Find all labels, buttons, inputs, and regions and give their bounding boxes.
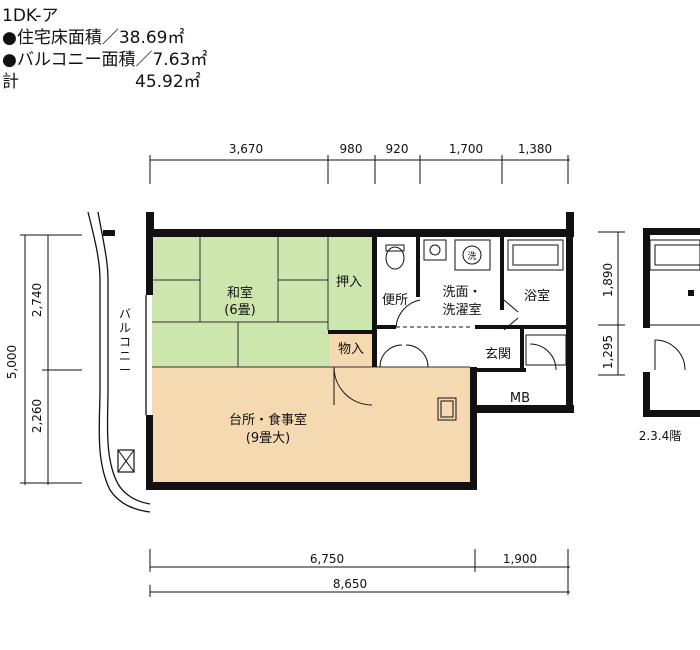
floor-area: ●住宅床面積／38.69㎡ <box>2 28 185 48</box>
right-dimensions <box>598 231 625 376</box>
upper-floor-plan <box>643 228 700 417</box>
dim-bottom-2: 1,900 <box>503 552 537 566</box>
room-washitsu: 和室 <box>227 285 253 301</box>
top-dimensions <box>149 155 570 184</box>
bottom-dimensions <box>149 549 570 597</box>
dim-left-2: 2,260 <box>30 399 44 433</box>
dim-total: 8,650 <box>333 577 367 591</box>
walls <box>146 212 574 490</box>
room-oshiire: 押入 <box>336 275 362 290</box>
door-swings <box>333 299 557 406</box>
room-mb: MB <box>510 391 530 406</box>
room-benjo: 便所 <box>382 293 408 308</box>
svg-text:ル: ル <box>119 321 131 335</box>
dim-top-1: 3,670 <box>229 142 263 156</box>
genkan-step <box>525 334 567 366</box>
total-value: 45.92㎡ <box>135 72 201 92</box>
balcony-rail <box>87 211 151 513</box>
room-senmen-2: 洗濯室 <box>442 302 481 318</box>
svg-text:ー: ー <box>119 363 131 377</box>
dim-left-total: 5,000 <box>5 345 19 379</box>
room-genkan: 玄関 <box>485 347 511 362</box>
unit-type: 1DK-ア <box>2 6 59 26</box>
left-dimensions <box>20 234 82 485</box>
washer-label: 洗 <box>467 250 476 262</box>
room-kitchen-size: (9畳大) <box>246 431 290 446</box>
room-senmen-1: 洗面・ <box>442 285 481 300</box>
total-label: 計 <box>2 72 19 92</box>
svg-text:バ: バ <box>119 307 131 321</box>
dim-top-2: 980 <box>340 142 363 156</box>
svg-text:ニ: ニ <box>119 349 131 363</box>
dim-top-5: 1,380 <box>518 142 552 156</box>
dim-bottom-1: 6,750 <box>310 552 344 566</box>
svg-text:コ: コ <box>119 335 131 349</box>
tatami-lines <box>152 237 470 368</box>
fixtures <box>385 239 564 421</box>
room-kitchen: 台所・食事室 <box>229 412 307 428</box>
closet-fill <box>330 330 372 367</box>
kitchen-fill <box>152 367 470 482</box>
dim-right-1: 1,890 <box>601 263 615 297</box>
dim-top-3: 920 <box>386 142 409 156</box>
dim-left-1: 2,740 <box>30 283 44 317</box>
balcony-label: バ ル コ ニ ー <box>119 307 131 377</box>
drain-box <box>117 449 135 473</box>
room-washitsu-size: (6畳) <box>224 303 255 318</box>
room-monoire: 物入 <box>338 342 364 357</box>
dim-right-2: 1,295 <box>601 335 615 369</box>
room-yokushitsu: 浴室 <box>524 288 550 304</box>
dim-top-4: 1,700 <box>449 142 483 156</box>
floors-label: 2.3.4階 <box>639 428 682 443</box>
balcony-area: ●バルコニー面積／7.63㎡ <box>2 50 208 70</box>
